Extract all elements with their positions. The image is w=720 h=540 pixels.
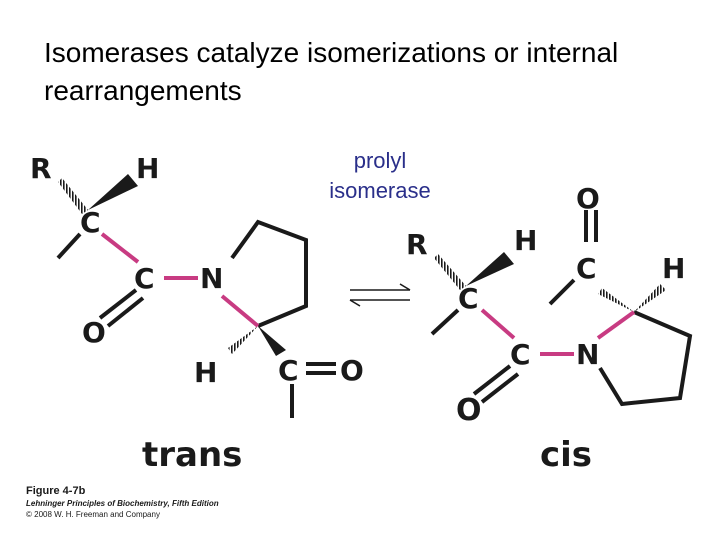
trans-h-hashed-bond [228, 326, 258, 354]
trans-n-calpha-bond [220, 294, 260, 328]
enzyme-label-line2: isomerase [329, 178, 431, 203]
trans-atom-c-carbonyl: C [134, 262, 155, 295]
trans-atom-h-top: H [136, 152, 159, 185]
figure-caption: Figure 4-7b Lehninger Principles of Bioc… [26, 484, 286, 520]
figure-copyright: © 2008 W. H. Freeman and Company [26, 510, 160, 519]
trans-atom-n: N [200, 262, 223, 295]
cis-atom-o-bottom: O [456, 393, 482, 428]
cis-calpha-carbonyl-bond [480, 308, 516, 340]
cis-atom-n: N [576, 338, 599, 371]
equilibrium-arrows [349, 283, 411, 307]
cis-calpha-stub-bond [430, 308, 460, 336]
trans-carbonyl-double-bond-a [98, 288, 138, 320]
cis-h-hashed-bond [634, 284, 666, 312]
cis-proline-ring [598, 310, 693, 407]
trans-label: trans [142, 435, 242, 475]
slide-title: Isomerases catalyze isomerizations or in… [44, 37, 619, 106]
cis-atom-r: R [406, 228, 428, 261]
cis-atom-c-carbonyl: C [510, 338, 531, 371]
cis-atom-c-top: C [576, 252, 597, 285]
cis-molecule: R H C C O N C O H cis [406, 182, 693, 475]
cis-h-wedge-bond [466, 252, 514, 286]
trans-molecule: R H C C O N H C O trans [30, 152, 364, 475]
enzyme-label: prolyl isomerase [300, 146, 460, 206]
cis-carbonyl-double-bond-b [480, 372, 520, 404]
cis-atom-c-alpha: C [458, 282, 479, 315]
trans-atom-o: O [82, 316, 106, 349]
cis-top-c-stub-bond [548, 278, 576, 306]
trans-calpha-stub-bond [56, 232, 82, 260]
trans-atom-h-bottom: H [194, 356, 217, 389]
cis-atom-h-right: H [662, 252, 685, 285]
trans-h-wedge-bond [88, 174, 138, 210]
trans-carbonyl-double-bond-b [106, 296, 145, 328]
enzyme-label-line1: prolyl [353, 148, 407, 173]
trans-calpha-carbonyl-bond [100, 232, 140, 264]
cis-r-hashed-bond [434, 254, 466, 290]
trans-proline-ring [230, 219, 308, 328]
cis-label: cis [540, 435, 592, 475]
trans-carboxyl-wedge-bond [258, 326, 286, 356]
cis-n-calpha-bond [596, 310, 636, 340]
cis-atom-h-top: H [514, 224, 537, 257]
cis-carboxyl-hashed-bond [598, 288, 634, 312]
trans-atom-o-carboxyl: O [340, 354, 364, 387]
cis-carbonyl-double-bond-a [472, 364, 512, 396]
figure-number: Figure 4-7b [26, 485, 86, 497]
cis-atom-o-top: O [576, 182, 600, 215]
trans-atom-c-carboxyl: C [278, 354, 299, 387]
trans-atom-r: R [30, 152, 52, 185]
trans-atom-c-alpha: C [80, 206, 101, 239]
trans-r-hashed-bond [58, 178, 88, 214]
figure-source-book: Lehninger Principles of Biochemistry, Fi… [26, 499, 219, 508]
